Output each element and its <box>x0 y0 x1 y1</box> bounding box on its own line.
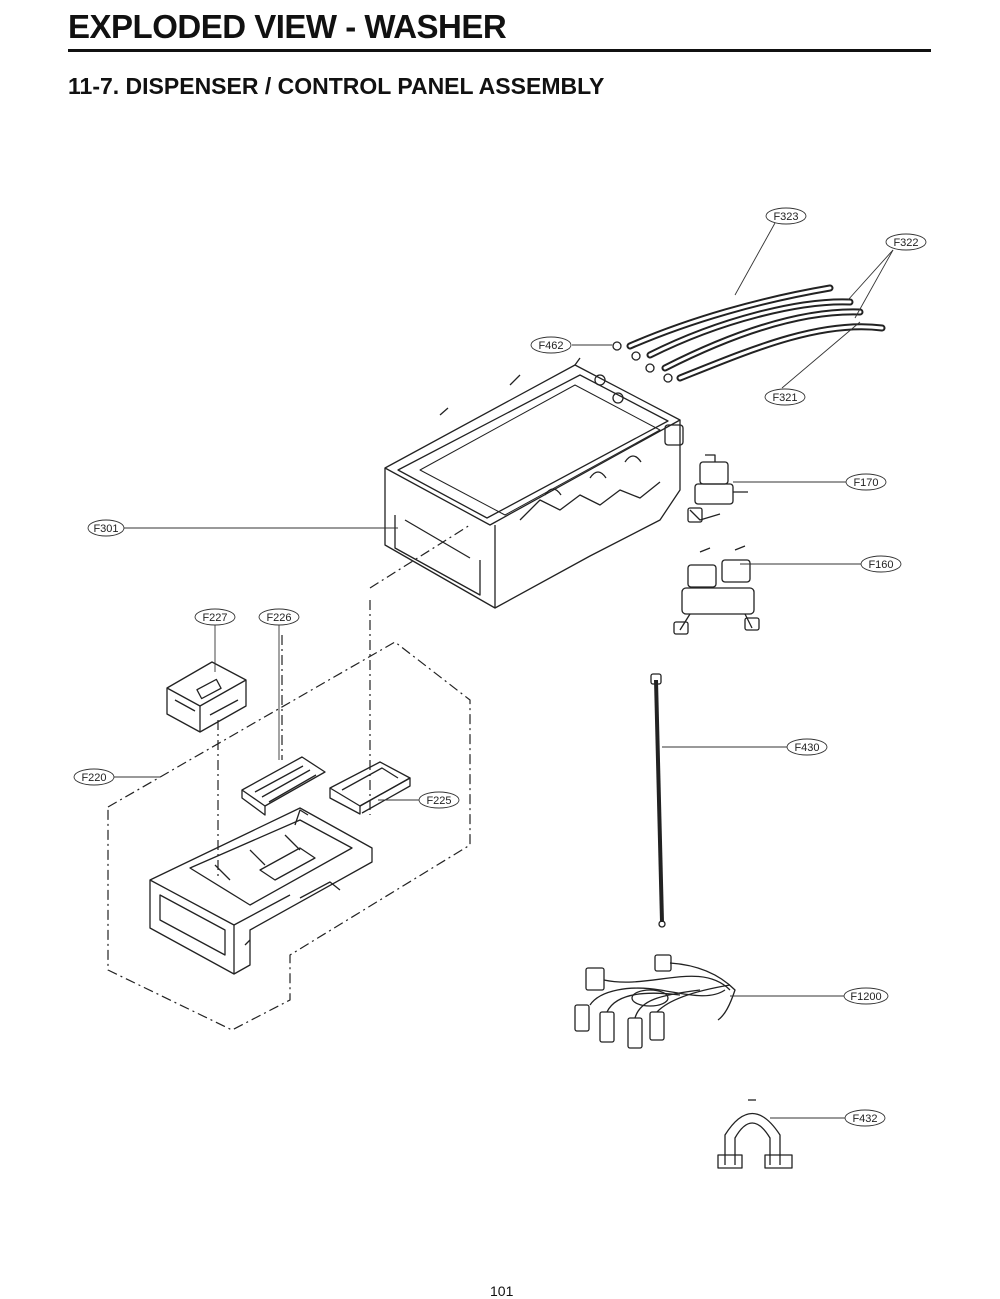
svg-text:F227: F227 <box>202 612 227 624</box>
svg-text:F220: F220 <box>81 772 106 784</box>
callout-f301: F301 <box>87 519 125 537</box>
page-number: 101 <box>490 1283 514 1299</box>
svg-text:F430: F430 <box>794 742 819 754</box>
callout-f322: F322 <box>885 233 927 251</box>
callout-f321: F321 <box>764 388 806 406</box>
svg-text:F226: F226 <box>266 612 291 624</box>
clip <box>717 1099 793 1169</box>
svg-text:F432: F432 <box>852 1113 877 1125</box>
page-title: EXPLODED VIEW - WASHER <box>68 8 507 45</box>
section-title: 11-7. DISPENSER / CONTROL PANEL ASSEMBLY <box>68 73 605 99</box>
svg-text:F170: F170 <box>853 477 878 489</box>
callout-f430: F430 <box>786 738 828 756</box>
callout-f462: F462 <box>530 336 572 354</box>
callout-f170: F170 <box>845 473 887 491</box>
inlet-valve-double <box>673 545 760 635</box>
callout-f1200: F1200 <box>843 987 889 1005</box>
leader-lines <box>114 222 894 1119</box>
callout-f226: F226 <box>258 608 300 626</box>
svg-text:F225: F225 <box>426 795 451 807</box>
svg-text:F301: F301 <box>93 523 118 535</box>
svg-text:F160: F160 <box>868 559 893 571</box>
tube <box>650 673 666 928</box>
wire-harness <box>574 954 736 1049</box>
dispenser-housing <box>384 357 684 609</box>
callout-f323: F323 <box>765 207 807 225</box>
callout-f432: F432 <box>844 1109 886 1127</box>
callout-f225: F225 <box>418 791 460 809</box>
svg-text:F323: F323 <box>773 211 798 223</box>
svg-text:F462: F462 <box>538 340 563 352</box>
hose-group <box>612 284 886 383</box>
title-rule <box>68 49 931 52</box>
cover-f226 <box>241 756 326 816</box>
callout-f220: F220 <box>73 768 115 786</box>
callout-f227: F227 <box>194 608 236 626</box>
cap-f225 <box>329 761 411 815</box>
svg-text:F321: F321 <box>772 392 797 404</box>
svg-text:F322: F322 <box>893 237 918 249</box>
callout-f160: F160 <box>860 555 902 573</box>
inlet-valve-single <box>687 454 748 523</box>
drawer-boundary <box>107 524 471 1031</box>
drawer-body <box>149 807 373 975</box>
svg-text:F1200: F1200 <box>850 991 881 1003</box>
cap-f227 <box>166 661 247 733</box>
